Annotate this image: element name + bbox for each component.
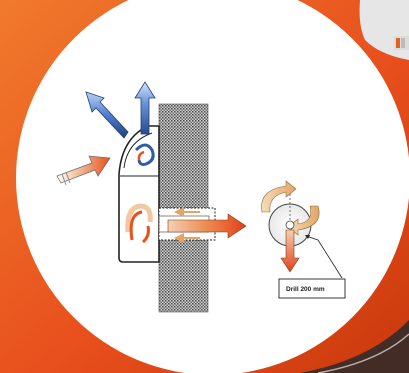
white-circle — [16, 0, 409, 373]
corner-mark — [396, 38, 400, 48]
callout-label: Drill 200 mm — [286, 286, 325, 293]
